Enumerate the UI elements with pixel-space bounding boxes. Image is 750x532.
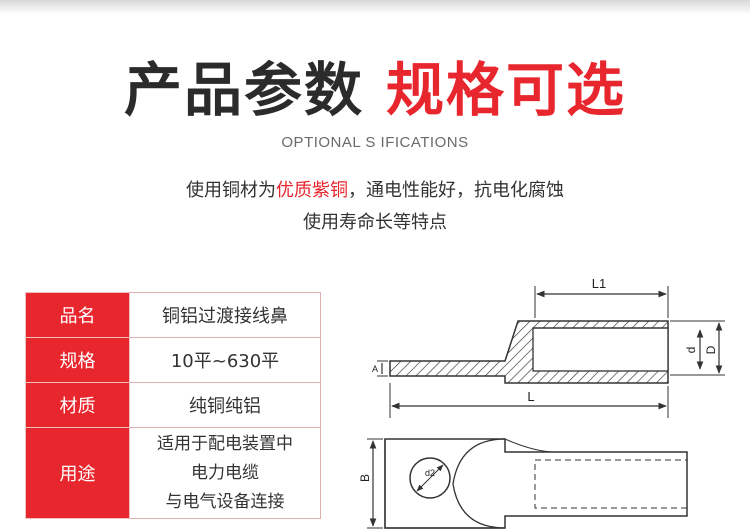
label-d-small: d [684,347,698,354]
description: 使用铜材为优质紫铜，通电性能好，抗电化腐蚀 使用寿命长等特点 [0,175,750,239]
spec-value: 适用于配电装置中 电力电缆 与电气设备连接 [129,427,321,519]
spec-value-line: 适用于配电装置中 [157,433,293,454]
spec-key: 规格 [25,337,130,383]
desc-suffix: ，通电性能好，抗电化腐蚀 [348,180,564,201]
label-l: L [527,389,534,404]
label-b: B [358,474,372,482]
page-title: 产品参数 规格可选 [0,50,750,124]
top-shadow [0,0,750,14]
side-view: L1 L d D A [372,276,725,418]
top-tongue [384,438,506,529]
label-a: A [372,364,378,374]
label-d2: d2 [425,468,435,478]
description-line1: 使用铜材为优质紫铜，通电性能好，抗电化腐蚀 [0,175,750,207]
spec-value: 铜铝过渡接线鼻 [129,292,321,338]
table-row: 材质 纯铜纯铝 [25,382,321,428]
desc-prefix: 使用铜材为 [186,180,276,201]
spec-value: 纯铜纯铝 [129,382,321,428]
spec-key: 用途 [25,427,130,519]
spec-key: 品名 [25,292,130,338]
table-row: 品名 铜铝过渡接线鼻 [25,292,321,338]
spec-value-line: 与电气设备连接 [165,491,285,512]
table-row: 规格 10平~630平 [25,337,321,383]
top-bore [534,459,688,509]
desc-highlight: 优质紫铜 [276,180,348,201]
label-d-big: D [704,345,718,354]
spec-key: 材质 [25,382,130,428]
description-line2: 使用寿命长等特点 [303,212,447,233]
table-row: 用途 适用于配电装置中 电力电缆 与电气设备连接 [25,427,321,519]
title-part2: 规格可选 [386,56,627,124]
label-l1: L1 [592,276,606,291]
title-part1: 产品参数 [123,56,364,124]
side-bore [532,327,669,372]
technical-drawing: L1 L d D A d2 B [358,276,725,529]
spec-value-line: 电力电缆 [191,462,259,483]
spec-value: 10平~630平 [129,337,321,383]
page-subtitle: OPTIONAL S IFICATIONS [281,134,469,151]
spec-table: 品名 铜铝过渡接线鼻 规格 10平~630平 材质 纯铜纯铝 用途 适用于配电装… [25,292,321,519]
top-view: d2 B [358,438,688,529]
